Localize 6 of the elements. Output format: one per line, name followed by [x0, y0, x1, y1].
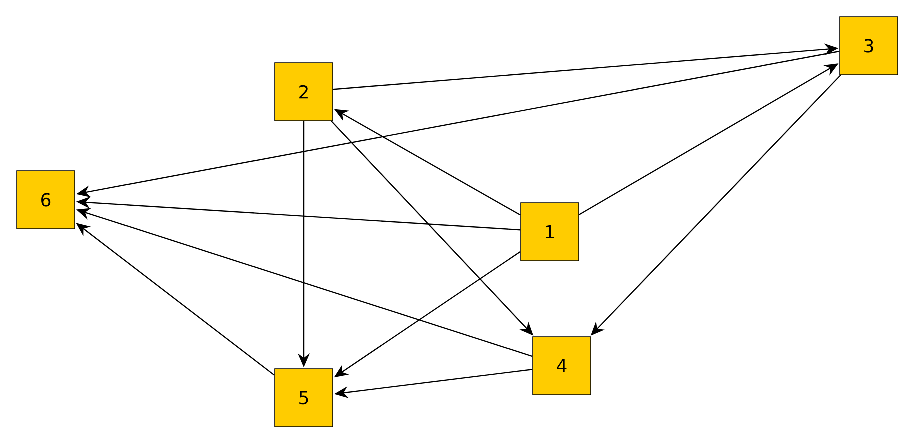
number-box: 3	[840, 16, 898, 76]
number-box: 2	[274, 62, 334, 122]
number-box: 4	[532, 336, 592, 396]
number-box: 5	[274, 368, 334, 428]
number-box: 1	[520, 202, 580, 262]
number-box: 6	[16, 170, 76, 230]
